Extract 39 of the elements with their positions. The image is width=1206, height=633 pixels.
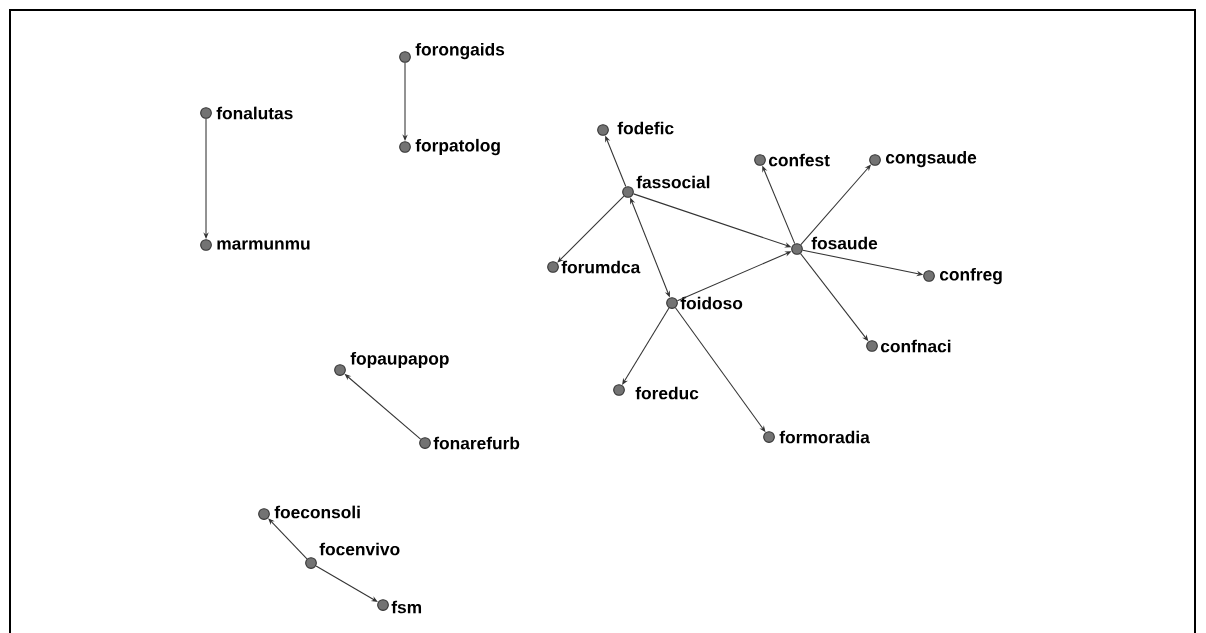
network-node: focenvivo xyxy=(305,542,400,569)
network-node: foeconsoli xyxy=(258,505,360,520)
arrow xyxy=(622,307,670,385)
network-node: foidoso xyxy=(666,296,743,310)
network-node: confnaci xyxy=(866,339,951,353)
network-node: congsaude xyxy=(869,150,977,168)
network-node: formoradia xyxy=(763,430,870,444)
node-label: fopaupapop xyxy=(350,351,449,369)
node-label: forpatolog xyxy=(415,138,500,156)
node-label: confreg xyxy=(939,267,1002,285)
node-label: fonalutas xyxy=(216,106,293,120)
node-label: marmunmu xyxy=(217,240,310,250)
network-node: fonalutas xyxy=(200,106,293,120)
node-label: fassocial xyxy=(636,175,710,189)
node-label: confest xyxy=(768,153,830,167)
node-label: fsm xyxy=(391,600,422,614)
node-label: confnaci xyxy=(880,339,951,353)
arrow xyxy=(268,518,308,560)
network-node: fsm xyxy=(377,599,422,614)
network-node: forongaids xyxy=(399,42,505,63)
node-label: foreduc xyxy=(635,386,699,400)
node-label: fosaude xyxy=(811,236,878,250)
network-node: fosaude xyxy=(791,236,878,255)
node-label: foeconsoli xyxy=(274,505,360,519)
network-node: confest xyxy=(754,153,830,167)
arrow xyxy=(557,195,625,263)
node-label: forongaids xyxy=(415,42,505,60)
network-node: fassocial xyxy=(622,175,710,198)
node-label: foidoso xyxy=(680,296,743,310)
network-node: marmunmu xyxy=(200,239,310,251)
network-node: fodefic xyxy=(597,121,674,136)
node-label: fodefic xyxy=(617,121,674,135)
network-node: forpatolog xyxy=(399,138,500,156)
network-node: fopaupapop xyxy=(334,351,449,376)
node-label: focenvivo xyxy=(319,542,400,556)
network-node: confreg xyxy=(923,267,1002,285)
network-node: fonarefurb xyxy=(419,436,520,450)
network-node: foreduc xyxy=(613,384,699,400)
network-node: forumdca xyxy=(547,260,641,274)
